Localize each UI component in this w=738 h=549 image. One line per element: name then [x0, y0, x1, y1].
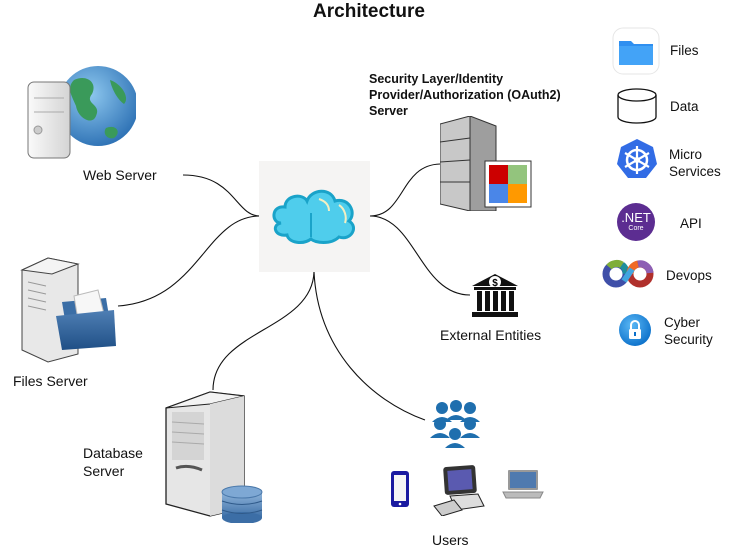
security-server-icon — [439, 115, 540, 212]
connector-external — [369, 215, 471, 296]
connector-web-server — [182, 174, 261, 217]
core-text: Core — [628, 225, 644, 232]
security-label-line3: Server — [369, 104, 408, 118]
desktop-computer-icon — [432, 464, 488, 517]
database-server-label-line2: Server — [83, 463, 125, 479]
cloud-icon — [272, 189, 355, 244]
mobile-phone-icon — [390, 470, 410, 508]
legend-label-microservices: Micro Services — [669, 146, 721, 180]
connector-files-server — [117, 215, 261, 307]
legend-label-services: Services — [669, 164, 721, 179]
dotnet-text: .NET — [621, 210, 651, 225]
database-server-label: Database Server — [83, 444, 143, 480]
external-entities-label: External Entities — [440, 327, 542, 343]
legend-label-devops: Devops — [666, 268, 712, 283]
legend-label-files: Files — [670, 43, 699, 58]
security-label-line2: Provider/Authorization (OAuth2) — [369, 88, 561, 102]
users-group-icon — [428, 398, 484, 450]
connector-security — [369, 163, 441, 217]
legend-label-cyber: Cyber — [664, 315, 701, 330]
web-server-icon — [26, 60, 138, 160]
legend-label-api: API — [680, 216, 702, 231]
devops-infinity-icon — [602, 259, 654, 288]
kubernetes-icon — [617, 139, 657, 178]
connector-users — [313, 271, 426, 421]
web-server-label: Web Server — [83, 167, 157, 183]
diagram-title: Architecture — [313, 1, 425, 22]
svg-text:$: $ — [492, 278, 498, 289]
connector-database-server — [212, 271, 315, 391]
cloud-node[interactable] — [259, 161, 370, 272]
database-cylinder-icon — [617, 88, 657, 124]
legend-label-cyber-security: Cyber Security — [664, 314, 713, 348]
bank-icon: $ — [470, 272, 520, 320]
security-label-line1: Security Layer/Identity — [369, 72, 504, 86]
laptop-icon — [502, 468, 544, 500]
users-label: Users — [432, 532, 469, 548]
lock-globe-icon — [619, 314, 651, 346]
files-server-icon — [18, 250, 123, 365]
legend-label-security: Security — [664, 332, 713, 347]
legend-label-micro: Micro — [669, 147, 702, 162]
security-server-label: Security Layer/Identity Provider/Authori… — [369, 71, 561, 119]
database-server-icon — [164, 388, 264, 524]
database-server-label-line1: Database — [83, 445, 143, 461]
legend-label-data: Data — [670, 99, 699, 114]
dotnet-core-icon: .NET Core — [617, 203, 655, 241]
folder-icon — [612, 27, 660, 75]
files-server-label: Files Server — [13, 373, 88, 389]
